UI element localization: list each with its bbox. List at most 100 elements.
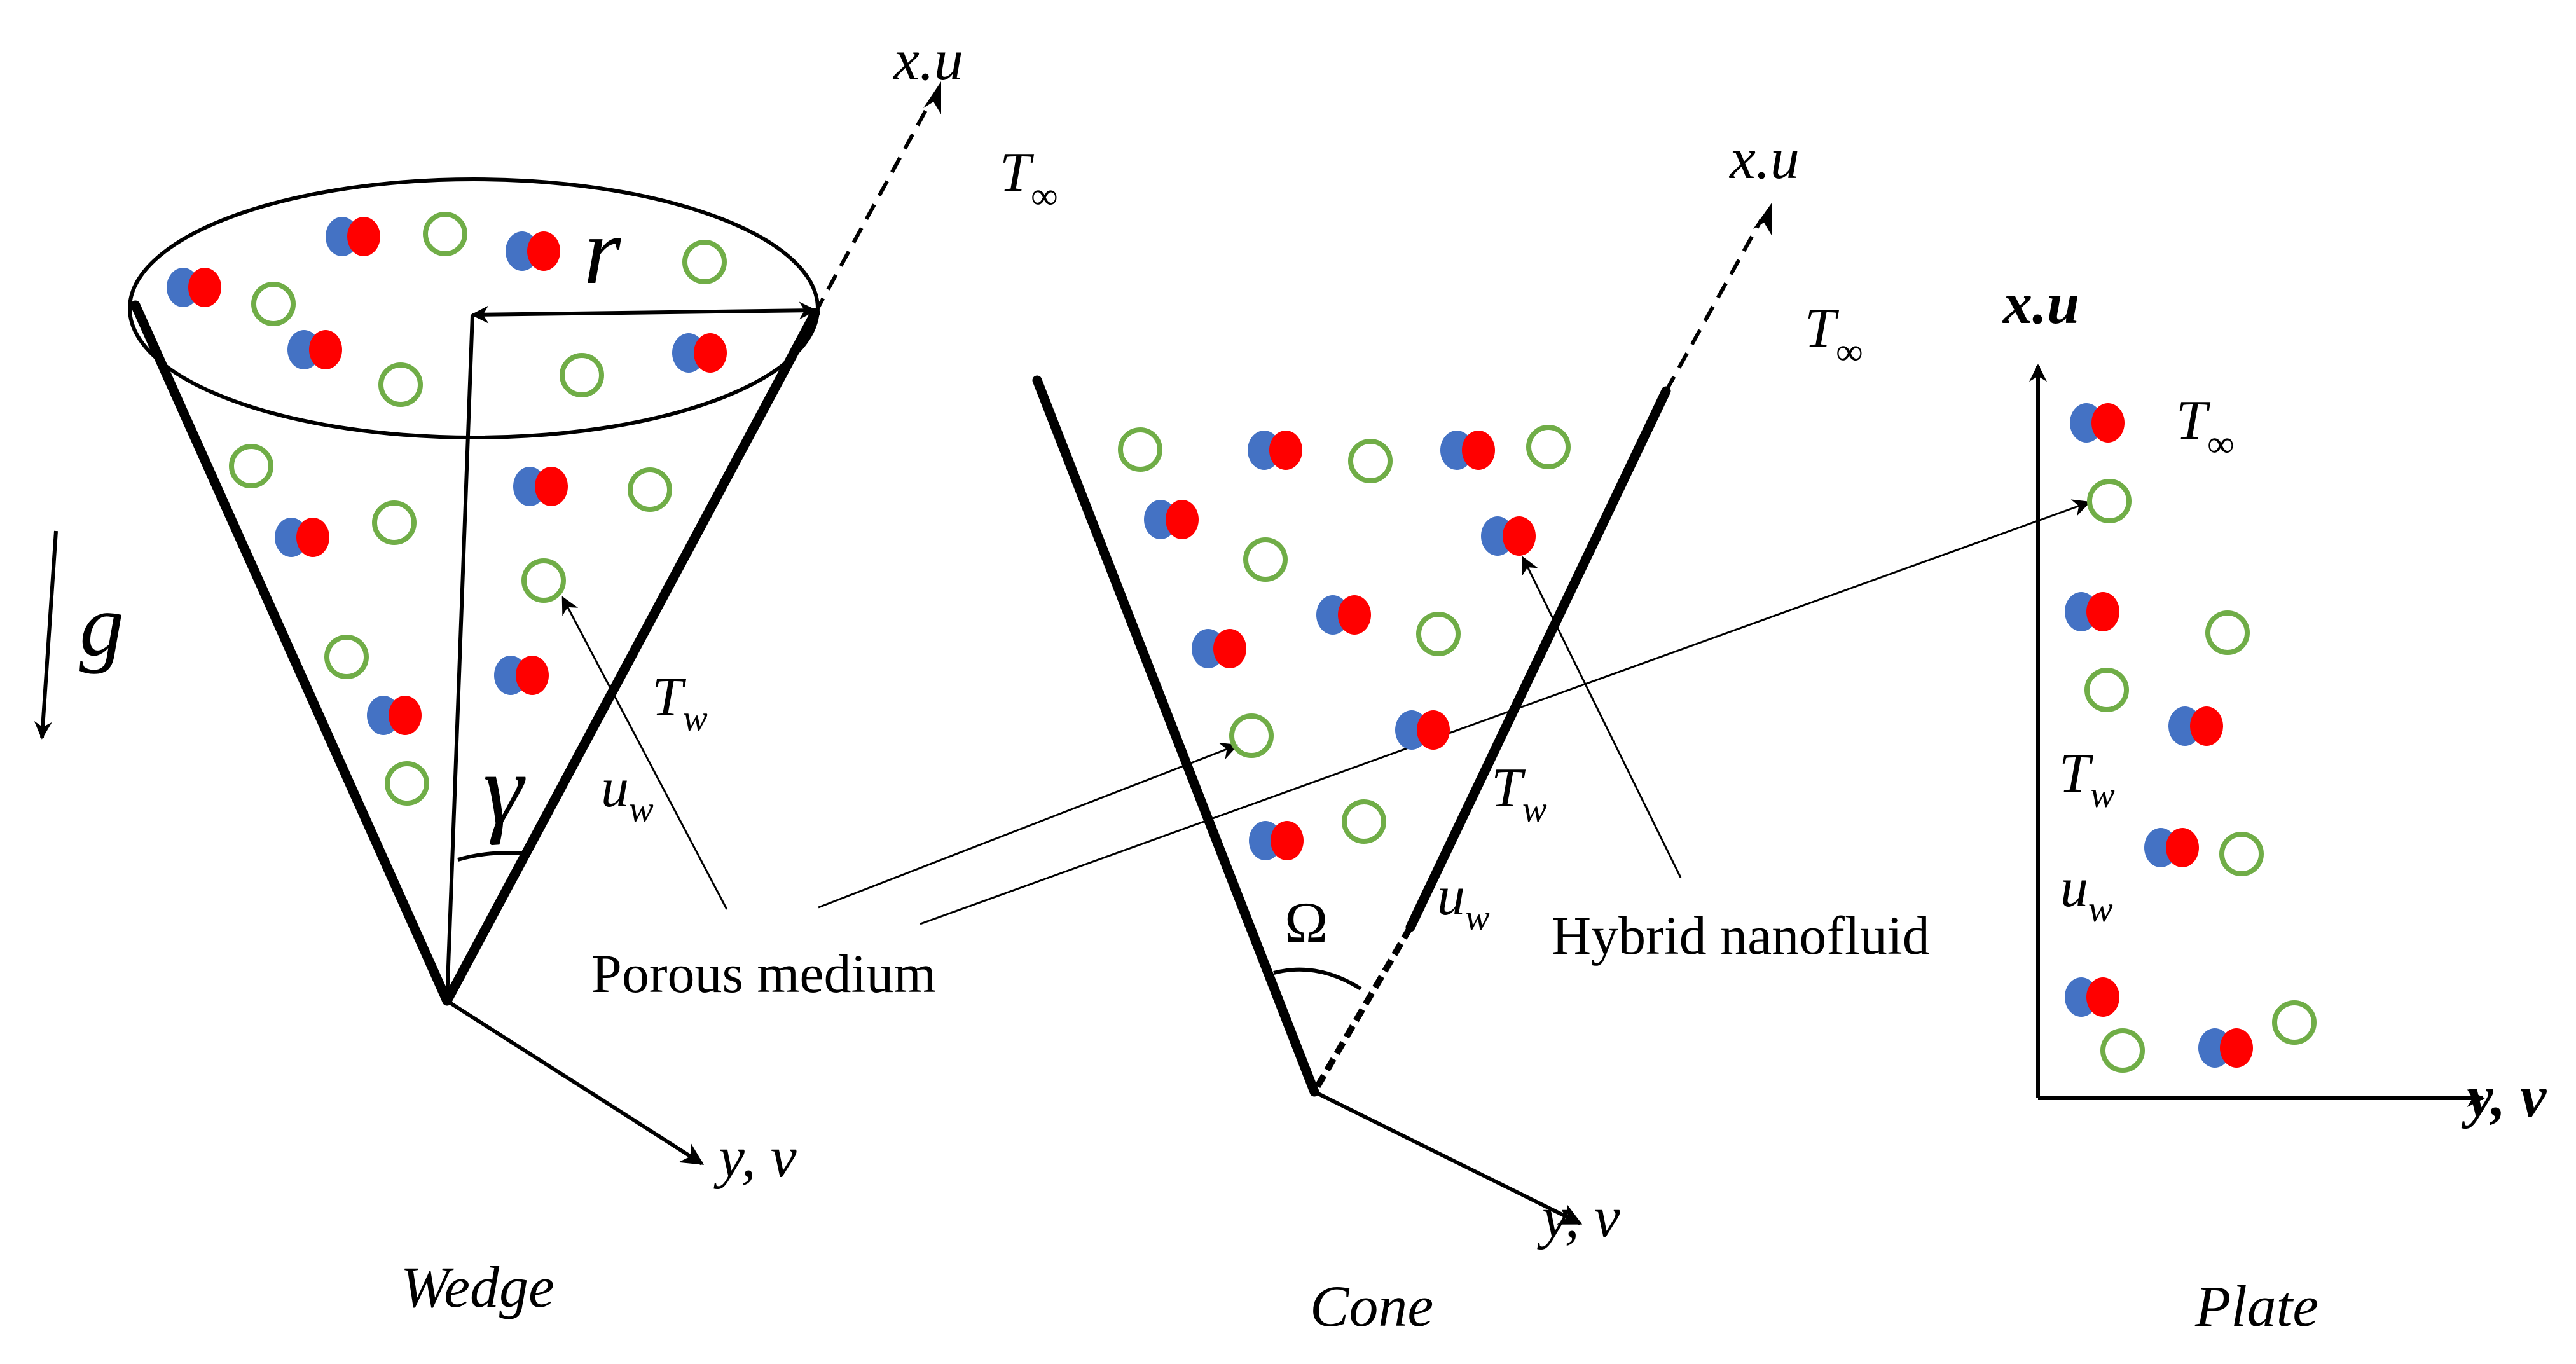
particle-layer bbox=[167, 212, 2317, 1073]
nanoparticle-pair bbox=[2144, 828, 2199, 867]
nanoparticle-red bbox=[1213, 629, 1246, 668]
nanoparticle-red bbox=[1462, 431, 1495, 470]
base-fluid-particle bbox=[1229, 713, 1274, 758]
plate-uw-label: uw bbox=[2060, 857, 2113, 930]
porous-medium-label: Porous medium bbox=[591, 943, 936, 1004]
base-fluid-particle bbox=[2084, 668, 2129, 712]
nanoparticle-pair bbox=[2198, 1028, 2253, 1068]
wedge-right-wall bbox=[1405, 386, 1671, 932]
nanoparticle-pair bbox=[1249, 821, 1304, 860]
base-fluid-particle bbox=[372, 500, 417, 545]
nanoparticle-red bbox=[1417, 710, 1450, 750]
nanoparticle-pair bbox=[326, 217, 380, 256]
wedge-x-axis-label: x.u bbox=[1728, 126, 1800, 191]
wedge-y-axis bbox=[1313, 1090, 1583, 1225]
cone-uw-label: uw bbox=[601, 757, 654, 830]
base-fluid-particle bbox=[2272, 1000, 2317, 1045]
cone-left-wall bbox=[130, 300, 452, 1006]
base-fluid-particle bbox=[385, 761, 429, 806]
nanoparticle-pair bbox=[1481, 516, 1536, 556]
base-fluid-particle bbox=[682, 240, 727, 284]
cone-x-arrowhead bbox=[923, 81, 941, 114]
nanoparticle-red bbox=[1271, 821, 1304, 860]
nanoparticle-red bbox=[296, 518, 329, 557]
nanoparticle-pair bbox=[494, 656, 549, 695]
cone-angle-label: γ bbox=[483, 733, 526, 846]
base-fluid-particle bbox=[2205, 610, 2250, 655]
base-fluid-particle bbox=[1416, 612, 1461, 656]
cone-y-axis bbox=[446, 999, 705, 1166]
cone-x-axis-label: x.u bbox=[892, 27, 963, 92]
nanoparticle-red bbox=[2091, 403, 2125, 443]
plate-x-axis-label: x.u bbox=[2002, 271, 2079, 336]
nanoparticle-pair bbox=[1395, 710, 1450, 750]
nanoparticle-red bbox=[535, 467, 568, 506]
wedge-left-wall bbox=[1032, 375, 1319, 1097]
nanoparticle-pair bbox=[513, 467, 568, 506]
plate-y-axis-label: y, v bbox=[2461, 1064, 2547, 1129]
porous-pointer-wedge bbox=[818, 743, 1239, 909]
wedge-axis-extension bbox=[1664, 218, 1763, 392]
nanoparticle-pair bbox=[2168, 706, 2223, 746]
base-fluid-particle bbox=[229, 444, 273, 488]
porous-pointer-cone bbox=[561, 596, 728, 910]
base-fluid-particle bbox=[628, 467, 672, 512]
wedge-angle-arc bbox=[1273, 967, 1362, 991]
plate-figure bbox=[2029, 364, 2485, 1107]
cone-top-ellipse bbox=[128, 177, 820, 439]
nanoparticle-pair bbox=[672, 333, 727, 373]
hybrid-nanofluid-label: Hybrid nanofluid bbox=[1552, 905, 1930, 966]
plate-t-inf-label: T∞ bbox=[2176, 390, 2235, 465]
base-fluid-particle bbox=[1348, 439, 1393, 483]
nanoparticle-pair bbox=[2070, 403, 2125, 443]
nanoparticle-pair bbox=[367, 696, 422, 735]
nanoparticle-pair bbox=[1192, 629, 1246, 668]
hybrid-pointer bbox=[1522, 556, 1682, 878]
base-fluid-particle bbox=[1342, 799, 1386, 844]
base-fluid-particle bbox=[2219, 832, 2264, 876]
nanoparticle-pair bbox=[287, 330, 342, 369]
nanoparticle-red bbox=[389, 696, 422, 735]
nanoparticle-pair bbox=[1316, 595, 1371, 635]
wedge-caption: Cone bbox=[1310, 1274, 1433, 1339]
nanoparticle-pair bbox=[2065, 592, 2119, 631]
cone-tw-label: Tw bbox=[652, 666, 708, 739]
nanoparticle-pair bbox=[1248, 431, 1302, 470]
base-fluid-particle bbox=[324, 635, 369, 679]
wedge-t-inf-label: T∞ bbox=[1805, 298, 1863, 373]
base-fluid-particle bbox=[521, 558, 566, 603]
wedge-y-axis-label: y, v bbox=[1537, 1185, 1620, 1250]
nanoparticle-pair bbox=[506, 231, 560, 271]
wedge-angle-label: Ω bbox=[1285, 890, 1328, 955]
nanoparticle-red bbox=[2220, 1028, 2253, 1068]
nanoparticle-red bbox=[2086, 977, 2119, 1017]
base-fluid-particle bbox=[1243, 537, 1288, 582]
nanoparticle-pair bbox=[167, 268, 221, 307]
nanoparticle-pair bbox=[275, 518, 329, 557]
cone-figure bbox=[34, 81, 941, 1166]
wedge-figure bbox=[818, 202, 2091, 1225]
nanoparticle-red bbox=[1166, 500, 1199, 539]
cone-angle-arc bbox=[457, 851, 523, 862]
porous-pointer-plate bbox=[920, 499, 2091, 925]
cone-radius-line bbox=[471, 301, 817, 324]
base-fluid-particle bbox=[2100, 1028, 2145, 1073]
nanoparticle-red bbox=[2190, 706, 2223, 746]
plate-tw-label: Tw bbox=[2059, 743, 2115, 815]
cone-caption: Wedge bbox=[401, 1255, 554, 1319]
base-fluid-particle bbox=[2087, 479, 2132, 523]
nanoparticle-red bbox=[309, 330, 342, 369]
base-fluid-particle bbox=[251, 282, 296, 326]
gravity-arrow bbox=[34, 530, 58, 740]
nanoparticle-red bbox=[694, 333, 727, 373]
cone-right-wall bbox=[442, 308, 820, 1006]
base-fluid-particle bbox=[1118, 427, 1162, 472]
cone-center-axis bbox=[445, 314, 474, 1002]
nanoparticle-red bbox=[347, 217, 380, 256]
nanoparticle-red bbox=[516, 656, 549, 695]
cone-radius-label: r bbox=[584, 198, 621, 304]
wedge-tw-label: Tw bbox=[1491, 757, 1547, 830]
wedge-right-wall-lower-dashed bbox=[1311, 925, 1414, 1094]
nanoparticle-red bbox=[1503, 516, 1536, 556]
